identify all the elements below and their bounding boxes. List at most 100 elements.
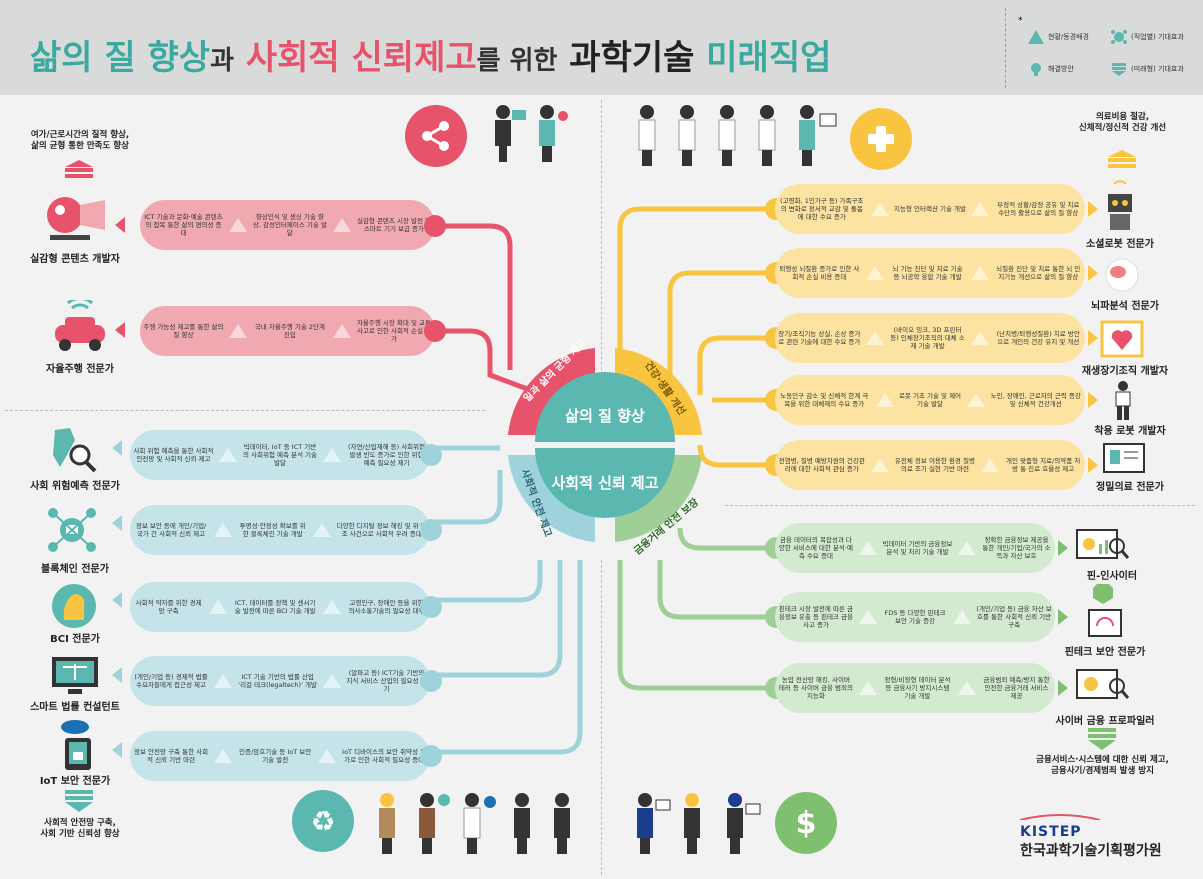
row-cell: 사회적 약자를 위한 경제망 구축 bbox=[135, 599, 202, 615]
row-cell: FDS 등 다양한 핀테크 보안 기술 증강 bbox=[884, 609, 946, 625]
row-knob bbox=[420, 596, 442, 618]
row-cell: 지능형 인터랙션 기술 개발 bbox=[894, 205, 966, 213]
page-title: 삶의 질 향상과 사회적 신뢰제고를 위한 과학기술 미래직업 bbox=[30, 30, 831, 79]
blue-row-4: (개인/기업 등) 경제적 법률 수요자들에게 접근성 제고 ICT 기술 기반… bbox=[130, 656, 430, 706]
warning-triangle-icon bbox=[332, 218, 351, 232]
blue-row-2: 정보 보안 등에 개인/기업/국가 간 사회적 신뢰 제고 투명성·안정성 확보… bbox=[130, 505, 430, 555]
lightbulb-icon bbox=[214, 523, 233, 537]
lightbulb-icon bbox=[957, 541, 976, 555]
lightbulb-icon bbox=[214, 749, 233, 763]
left-arrow-icon bbox=[112, 592, 122, 608]
title-part-3: 사회적 신뢰제고 bbox=[245, 38, 477, 78]
row-knob bbox=[424, 320, 446, 342]
left-top-note: 여가/근로시간의 질적 향상, 삶의 균형 통한 만족도 향상 bbox=[30, 130, 130, 151]
warning-triangle-icon bbox=[858, 610, 877, 624]
legend-star: * bbox=[1018, 16, 1023, 26]
warning-triangle-icon bbox=[870, 458, 889, 472]
row-cell: 뇌질환 진단 및 치료 통한 뇌 인지기능 개선으로 삶의 질 향상 bbox=[996, 265, 1081, 281]
lightbulb-icon bbox=[209, 600, 228, 614]
warning-triangle-icon bbox=[313, 523, 332, 537]
row-cell: 퇴행성 뇌질환 증가로 인한 사회적 손실 비용 증대 bbox=[779, 265, 860, 281]
row-knob bbox=[420, 444, 442, 466]
warning-triangle-icon bbox=[865, 266, 884, 280]
legend: * 현황/동경배경 (직업별) 기대효과 해결방안 (미래형) 기대효과 bbox=[1005, 8, 1195, 88]
divider bbox=[725, 505, 1195, 506]
legend-label: 현황/동경배경 bbox=[1048, 33, 1089, 41]
virus-gear-icon bbox=[1111, 30, 1127, 44]
warning-triangle-icon bbox=[865, 331, 884, 345]
warning-triangle-icon bbox=[332, 324, 351, 338]
row-cell: (개인/기업 등) 금융 자산 보호를 통한 사회적 신뢰 기반 구축 bbox=[976, 605, 1052, 629]
job-label: BCI 전문가 bbox=[50, 634, 100, 645]
row-cell: 정형/비정형 데이터 분석 등 금융사기 방지시스템 기술 개발 bbox=[884, 676, 951, 700]
dollar-coin-icon: $ bbox=[775, 792, 837, 854]
row-cell: IoT 디바이스의 보안 취약성 증가로 인한 사회적 필요성 증대 bbox=[342, 748, 427, 764]
lightbulb-icon bbox=[228, 218, 247, 232]
job-label: 자율주행 전문가 bbox=[46, 364, 114, 375]
row-cell: 노동인구 감소 및 신체적 한계 극복을 위한 대체재의 수요 증가 bbox=[780, 392, 869, 408]
lightbulb-icon bbox=[228, 324, 247, 338]
row-cell: 전염병, 질병 예방차원의 건강관리에 대한 사회적 관심 증가 bbox=[778, 457, 865, 473]
center-top-half bbox=[535, 372, 675, 442]
row-cell: 다양한 디지털 정보 해킹 및 위·변조 사건으로 사회적 우려 증대 bbox=[336, 522, 427, 538]
row-cell: (자연/산업재해 등) 사회위험 발생 빈도 증가로 인한 위험 예측 필요성 … bbox=[347, 443, 426, 467]
job-label: IoT 보안 전문가 bbox=[39, 776, 111, 787]
row-cell: (알파고 등) ICT기술 기반의 지식 서비스 산업의 필요성 제기 bbox=[346, 669, 427, 693]
job-label: 정밀의료 전문가 bbox=[1096, 482, 1164, 493]
row-cell: 자율주행 시장 확대 및 교통사고로 인한 사회적 손실 증가 bbox=[356, 319, 431, 343]
legend-item: (미래형) 기대효과 bbox=[1111, 62, 1184, 76]
legend-label: 해결방안 bbox=[1048, 65, 1074, 73]
blockchain-network-icon bbox=[48, 508, 96, 552]
blue-row-5: 정보 안전망 구축 통한 사회적 신뢰 기반 마련 인증/암호기술 등 IoT … bbox=[130, 731, 430, 781]
legend-label: (직업별) 기대효과 bbox=[1131, 33, 1184, 41]
warning-triangle-icon bbox=[870, 202, 889, 216]
pink-row-1: ICT 기술과 문화·예술 콘텐츠의 접목 통한 삶의 편의성 증대 향상인식 … bbox=[140, 200, 435, 250]
ring-segment-yellow bbox=[615, 348, 702, 435]
lightbulb-icon bbox=[218, 448, 237, 462]
right-bottom-note: 금융서비스·시스템에 대한 신뢰 제고, 금융사기/경제범죄 발생 방지 bbox=[1036, 755, 1169, 776]
left-arrow-icon bbox=[112, 742, 122, 758]
row-cell: (개인/기업 등) 경제적 법률 수요자들에게 접근성 제고 bbox=[134, 673, 208, 689]
title-part-5: 과학기술 bbox=[569, 38, 695, 78]
row-cell: 노인, 장애인, 근로자의 근력 증강 및 신체적 건강개선 bbox=[990, 392, 1081, 408]
row-cell: 고령인구, 장애인 등을 위한 의사소통기술의 필요성 대두 bbox=[348, 599, 425, 615]
map-search-icon bbox=[53, 428, 97, 473]
job-label: 뇌파분석 전문가 bbox=[1091, 301, 1159, 312]
car-icon bbox=[55, 300, 105, 351]
lightbulb-icon bbox=[1031, 63, 1041, 76]
row-cell: 빅데이터, IoT 등 ICT 기반의 사회위험 예측 분석 기술 발달 bbox=[242, 443, 318, 467]
row-cell: 뇌 기능 진단 및 치료 기술 등 뇌공학 융합 기술 개발 bbox=[892, 265, 963, 281]
job-label: 블록체인 전문가 bbox=[41, 564, 109, 575]
right-arrow-icon bbox=[1058, 680, 1068, 696]
row-cell: 국내 자율주행 기술 2단계 진입 bbox=[254, 323, 325, 339]
right-arrow-icon bbox=[1058, 540, 1068, 556]
right-top-note: 의료비용 절감, 신체적/정신적 건강 개선 bbox=[1078, 112, 1167, 133]
legend-item: 현황/동경배경 bbox=[1028, 30, 1089, 44]
recycle-icon: ♻ bbox=[292, 790, 354, 852]
legend-item: 해결방안 bbox=[1028, 62, 1074, 76]
right-arrow-icon bbox=[1058, 609, 1068, 625]
lightbulb-icon bbox=[953, 610, 972, 624]
legend-label: (미래형) 기대효과 bbox=[1131, 65, 1184, 73]
green-row-2: 핀테크 시장 발전에 따른 금융정보 유출 등 핀테크 금융사고 증가 FDS … bbox=[775, 592, 1055, 642]
blue-row-1: 사회 위험 예측을 통한 사회적 안전망 및 사회적 신뢰 제고 빅데이터, I… bbox=[130, 430, 430, 480]
people-illustration bbox=[637, 793, 761, 854]
divider bbox=[601, 560, 602, 875]
precision-medicine-monitor-icon bbox=[1103, 443, 1145, 473]
yellow-row-1: (고령화, 1인가구 등) 가족구조의 변화로 정서적 교감 및 돌봄에 대한 … bbox=[775, 184, 1085, 234]
row-cell: ICT 기술과 문화·예술 콘텐츠의 접목 통한 삶의 편의성 증대 bbox=[144, 213, 223, 237]
title-part-4: 를 위한 bbox=[476, 46, 558, 76]
warning-triangle-icon bbox=[323, 600, 342, 614]
shield-security-icon bbox=[1088, 584, 1122, 637]
row-cell: 부정적 상황/감정 공유 및 치료수단의 활용으로 삶의 질 향상 bbox=[997, 201, 1080, 217]
job-label: 착용 로봇 개발자 bbox=[1094, 426, 1166, 437]
brain-head-icon bbox=[1105, 258, 1139, 292]
row-knob bbox=[420, 519, 442, 541]
logo-org: 한국과학기술기획평가원 bbox=[1020, 843, 1162, 859]
job-label: 사회 위험예측 전문가 bbox=[30, 481, 120, 492]
row-cell: 투명성·안정성 확보를 위한 블록체인 기술 개발 bbox=[239, 522, 306, 538]
stack-arrow-icon bbox=[65, 790, 93, 812]
divider bbox=[5, 410, 485, 411]
people-illustration bbox=[638, 105, 837, 166]
brain-head-icon bbox=[52, 584, 96, 628]
